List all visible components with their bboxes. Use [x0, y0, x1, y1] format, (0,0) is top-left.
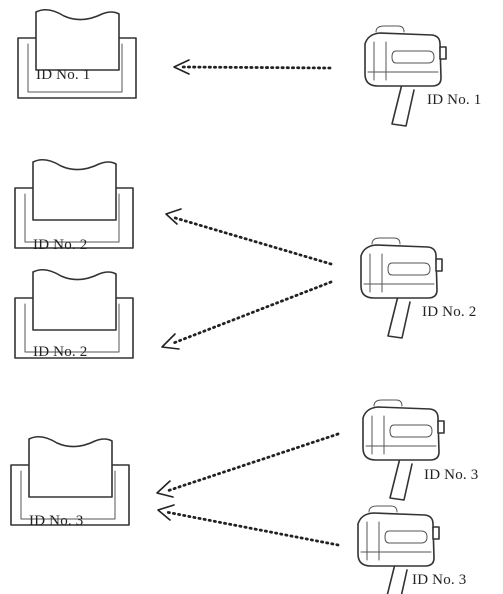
- arrow-head-icon: [173, 59, 190, 75]
- receiver-label: ID No. 2: [33, 344, 88, 360]
- camera-label: ID No. 3: [412, 572, 467, 588]
- signal-arrow: [165, 208, 333, 266]
- signal-arrow: [161, 280, 333, 350]
- camera-1: ID No. 1: [364, 25, 482, 127]
- signal-arrow: [173, 59, 332, 75]
- arrow-head-icon: [165, 208, 182, 225]
- group-3: ID No. 3 ID No. 3 ID No. 3: [10, 399, 479, 594]
- receiver-label: ID No. 1: [36, 67, 91, 83]
- camera-icon: [364, 25, 447, 127]
- signal-arrow: [157, 504, 340, 547]
- camera-label: ID No. 1: [427, 92, 482, 108]
- signal-arrow: [156, 432, 340, 498]
- camera-icon: [360, 237, 443, 339]
- arrow-head-icon: [157, 504, 175, 521]
- arrow-head-icon: [161, 333, 180, 350]
- receiver-icon: [14, 158, 134, 249]
- camera-2: ID No. 2: [360, 237, 477, 339]
- group-1: ID No. 1 ID No. 1: [17, 8, 482, 127]
- receiver-2b: ID No. 2: [14, 268, 134, 360]
- receiver-label: ID No. 2: [33, 237, 88, 253]
- receiver-label: ID No. 3: [29, 513, 84, 529]
- receiver-1: ID No. 1: [17, 8, 137, 99]
- camera-3b: ID No. 3: [357, 505, 467, 594]
- arrow-head-icon: [156, 480, 174, 498]
- camera-label: ID No. 2: [422, 304, 477, 320]
- receiver-3: ID No. 3: [10, 435, 130, 529]
- receiver-2a: ID No. 2: [14, 158, 134, 253]
- camera-3a: ID No. 3: [362, 399, 479, 501]
- receiver-icon: [17, 8, 137, 99]
- group-2: ID No. 2 ID No. 2 ID No. 2: [14, 158, 477, 360]
- camera-label: ID No. 3: [424, 467, 479, 483]
- receiver-icon: [10, 435, 130, 526]
- camera-icon: [362, 399, 445, 501]
